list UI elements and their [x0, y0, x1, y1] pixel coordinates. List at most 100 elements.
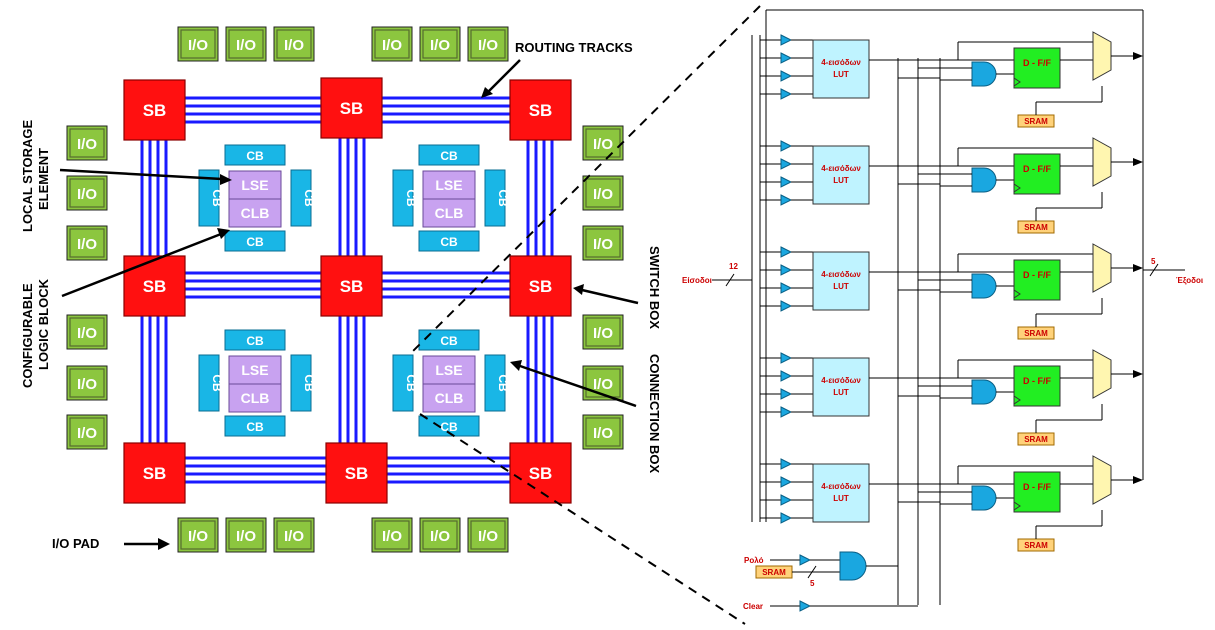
io-pad: I/O: [177, 517, 219, 553]
ff-label: D - F/F: [1023, 164, 1051, 174]
connection-box: [418, 144, 480, 166]
input-buffer-icon: [780, 476, 793, 488]
local-storage-label-line1: LOCAL STORAGE: [20, 119, 35, 232]
configurable-label-line1: CONFIGURABLE: [20, 283, 35, 388]
and-gate-icon: [971, 273, 997, 299]
switch-box: SB: [320, 77, 383, 139]
connection-box: [484, 354, 506, 412]
d-flip-flop: [1013, 471, 1061, 513]
connection-box-label: CB: [210, 189, 224, 207]
io-pad-label: I/O: [188, 37, 208, 54]
input-buffer-icon: [780, 52, 793, 64]
connection-box-label: CB: [246, 420, 264, 434]
d-flip-flop: [1013, 365, 1061, 407]
input-buffer-icon: [780, 140, 793, 152]
io-pad: I/O: [582, 365, 624, 401]
io-pad: I/O: [66, 414, 108, 450]
io-pad-label: I/O: [77, 136, 97, 153]
switch-box-label: SB: [340, 99, 364, 118]
io-pad: I/O: [66, 365, 108, 401]
local-storage-element: [228, 170, 282, 200]
connection-box-label: CB: [302, 189, 316, 207]
output-mux: [1092, 137, 1112, 187]
connection-box-annotation: CONNECTION BOX: [647, 354, 662, 474]
switch-box: SB: [509, 442, 572, 504]
connection-box: [392, 169, 414, 227]
zoom-lines: [411, 5, 761, 625]
io-pad-label: I/O: [236, 37, 256, 54]
switch-box: SB: [325, 442, 388, 504]
lut-label-line2: LUT: [833, 70, 849, 79]
io-pad: I/O: [273, 517, 315, 553]
input-buffer-icon: [780, 246, 793, 258]
connection-box: [418, 415, 480, 437]
io-pad: I/O: [371, 517, 413, 553]
io-pad: I/O: [371, 26, 413, 62]
input-buffer-icon: [780, 70, 793, 82]
connection-box: [290, 354, 312, 412]
lut-label-line2: LUT: [833, 176, 849, 185]
switch-box: SB: [509, 79, 572, 141]
clb-label: CLB: [241, 390, 270, 406]
outputs-count: 5: [1151, 257, 1156, 266]
input-buffer-icon: [780, 282, 793, 294]
switch-box: SB: [123, 79, 186, 141]
io-pad-label: I/O: [430, 528, 450, 545]
configurable-logic-block: [422, 383, 476, 413]
io-pad: I/O: [225, 517, 267, 553]
switch-box-label: SB: [529, 277, 553, 296]
lut-block: [812, 145, 870, 205]
connection-box: [224, 230, 286, 252]
output-mux: [1092, 31, 1112, 81]
connection-box-label: CB: [496, 374, 510, 392]
io-pad: I/O: [467, 26, 509, 62]
connection-box-label: CB: [404, 189, 418, 207]
connection-box-label: CB: [440, 235, 458, 249]
io-pad: I/O: [582, 314, 624, 350]
io-pad: I/O: [467, 517, 509, 553]
output-mux: [1092, 455, 1112, 505]
switch-box-label: SB: [143, 277, 167, 296]
input-buffer-icon: [780, 370, 793, 382]
connection-box: [198, 169, 220, 227]
lut-label-line1: 4-εισόδων: [821, 270, 861, 279]
lse-label: LSE: [241, 362, 268, 378]
input-buffer-icon: [780, 158, 793, 170]
connection-box-label: CB: [246, 334, 264, 348]
input-buffer-icon: [780, 388, 793, 400]
io-pad-label: I/O: [593, 136, 613, 153]
sram-label: SRAM: [1024, 541, 1048, 550]
ff-label: D - F/F: [1023, 482, 1051, 492]
input-buffer-icon: [780, 512, 793, 524]
io-pad: I/O: [66, 314, 108, 350]
io-pad: I/O: [66, 225, 108, 261]
io-pad: I/O: [582, 175, 624, 211]
io-pad-label: I/O: [593, 186, 613, 203]
local-storage-element: [228, 355, 282, 385]
configurable-logic-block: [422, 198, 476, 228]
io-pad: I/O: [582, 414, 624, 450]
io-pad-label: I/O: [77, 236, 97, 253]
sram-label: SRAM: [1024, 117, 1048, 126]
connection-box-label: CB: [302, 374, 316, 392]
io-pad-label: I/O: [593, 376, 613, 393]
connection-box: [484, 169, 506, 227]
connection-box-label: CB: [246, 235, 264, 249]
io-pad-label: I/O: [478, 37, 498, 54]
connection-box-label: CB: [496, 189, 510, 207]
clear-buffer-icon: [799, 600, 812, 612]
clb-label: CLB: [435, 205, 464, 221]
clear-label: Clear: [743, 602, 763, 611]
lut-block: [812, 357, 870, 417]
clear-section: Clear: [743, 600, 918, 612]
connection-box: [224, 415, 286, 437]
